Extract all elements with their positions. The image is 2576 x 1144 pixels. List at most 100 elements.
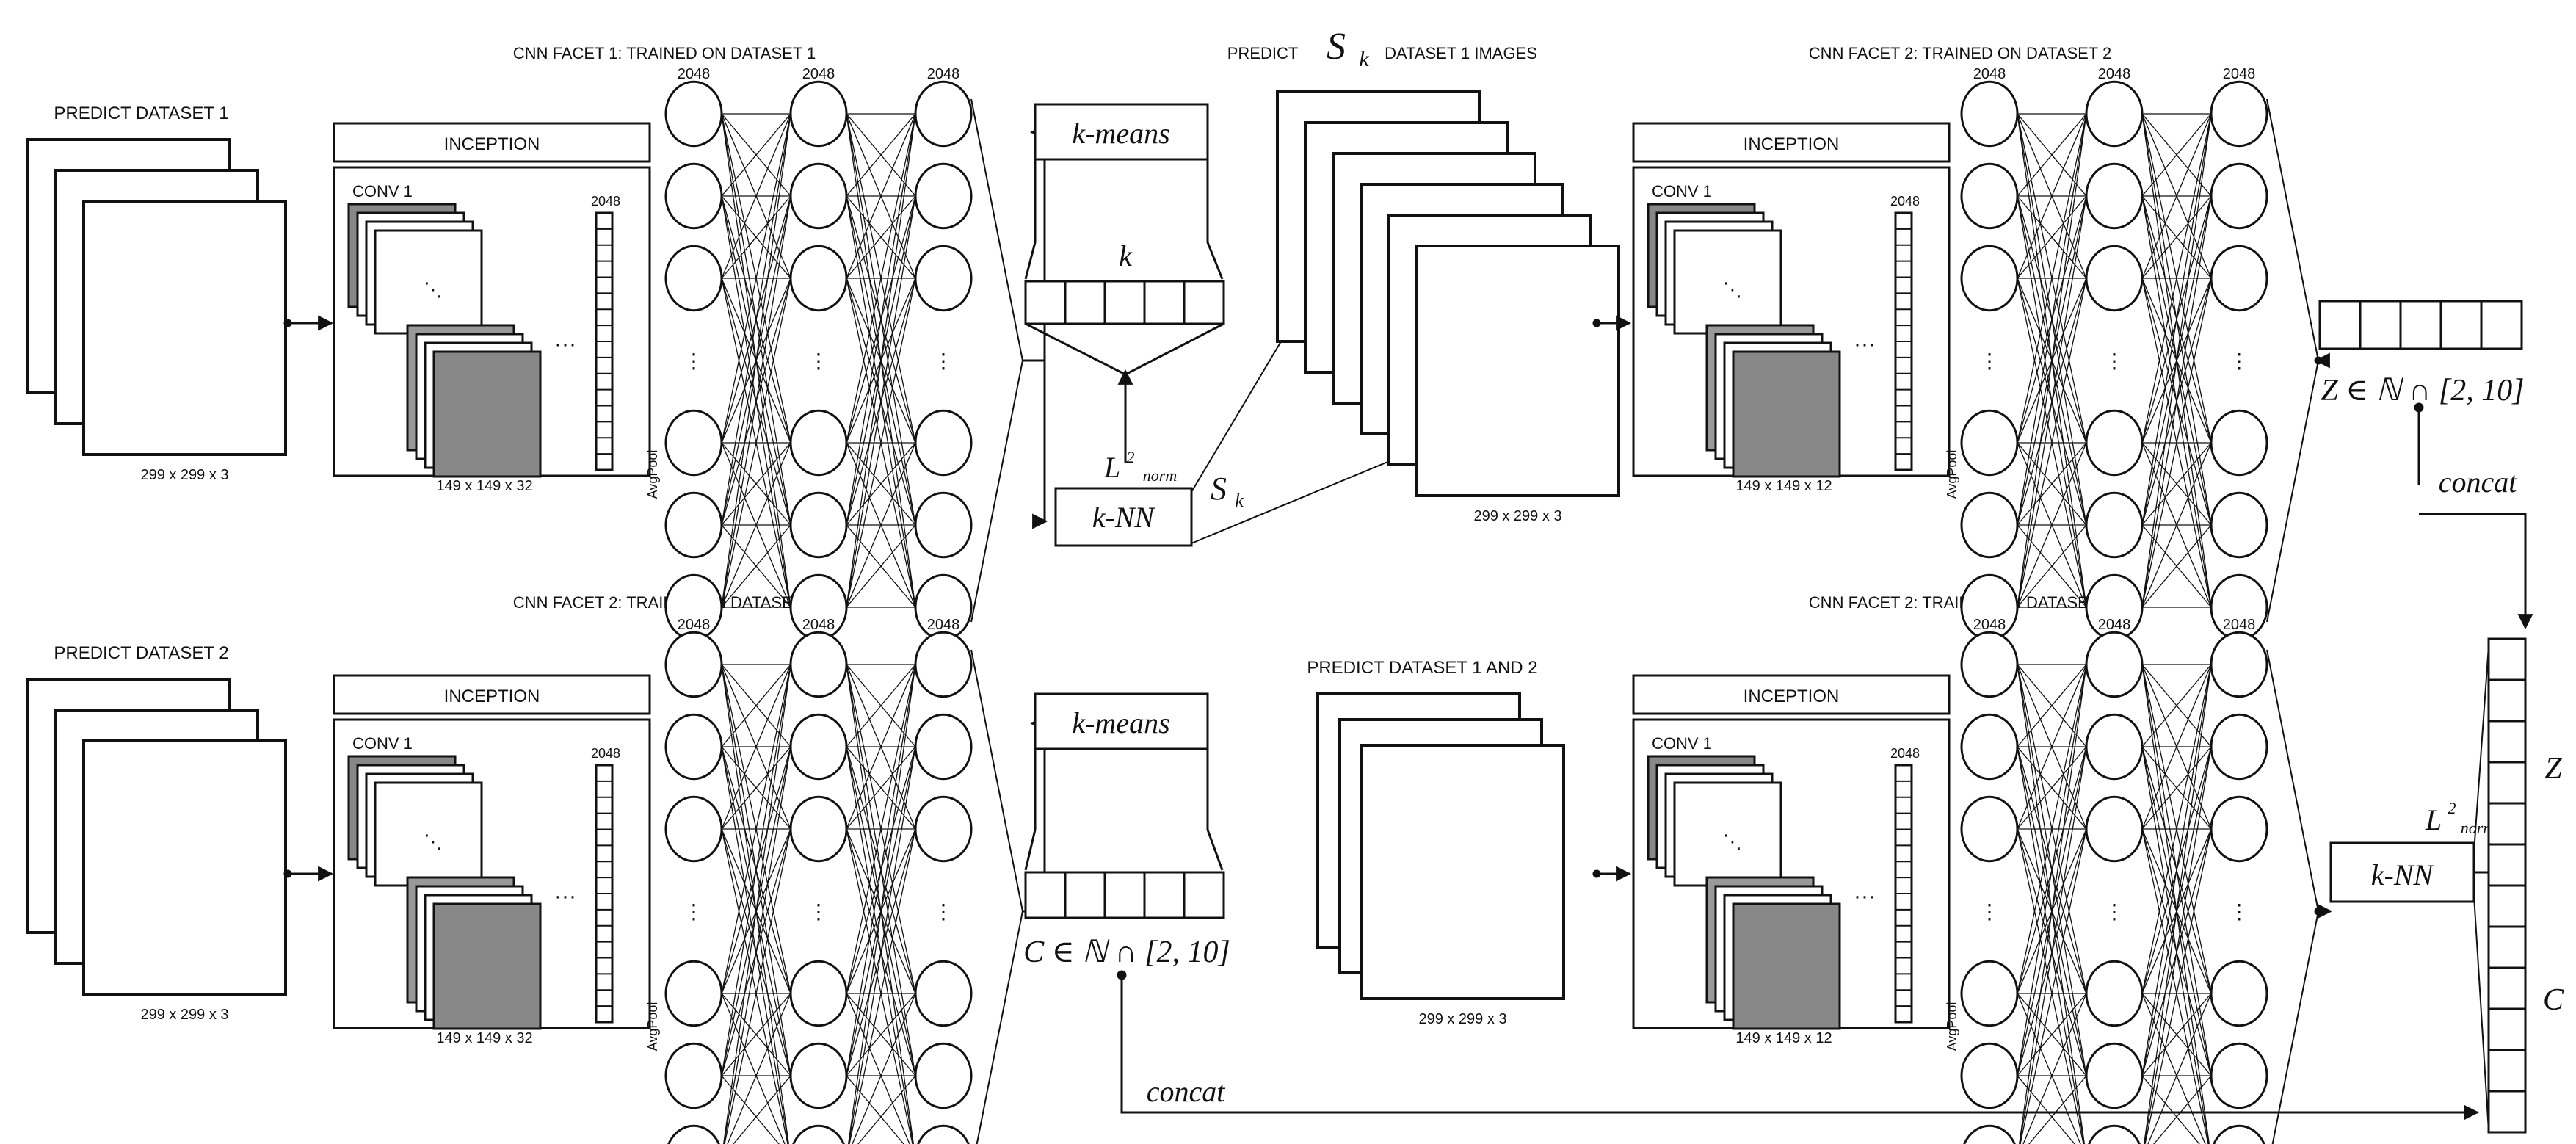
concat-vector-cell <box>2487 637 2527 681</box>
concat-vector-cell <box>2487 843 2527 887</box>
fan-in <box>2266 98 2319 361</box>
network-edge <box>721 113 791 279</box>
z-vector-cell <box>2359 300 2402 350</box>
ellipsis: ··· <box>554 884 576 908</box>
network-edge <box>727 993 791 1144</box>
image-stack <box>26 138 287 456</box>
network-edge <box>857 1075 916 1144</box>
input-image <box>1415 245 1620 497</box>
input-label: PREDICT DATASET 1 <box>54 104 228 123</box>
network-node <box>914 245 973 312</box>
network-edge <box>721 664 791 747</box>
fan-in <box>2271 911 2319 1144</box>
network-edge <box>2022 993 2087 1144</box>
network-node <box>2085 245 2144 312</box>
network-node <box>1960 491 2019 559</box>
k-vector-cell <box>1024 280 1067 325</box>
network-edge <box>723 746 791 1144</box>
network-node <box>664 960 723 1027</box>
trapezoid <box>1206 159 1224 280</box>
network-edge <box>2141 664 2212 830</box>
avgpool-label: AvgPool <box>1945 450 1959 499</box>
inception-title: INCEPTION <box>1744 687 1840 706</box>
k-label: k <box>1119 239 1133 272</box>
network-node <box>1960 1042 2019 1109</box>
image-stack <box>1316 692 1565 1000</box>
inception-title-box <box>1632 674 1951 715</box>
network-edge <box>2020 828 2087 1144</box>
concat-vector-cell <box>2487 1007 2527 1051</box>
sk-label: S <box>1211 471 1227 507</box>
network-node <box>914 491 973 559</box>
trapezoid <box>1024 159 1037 280</box>
network-node <box>914 1042 973 1109</box>
layer-size: 2048 <box>802 66 835 82</box>
network-edge <box>2153 1075 2212 1144</box>
kmeans-box <box>1034 103 1209 161</box>
input-image <box>82 739 287 996</box>
network-edge <box>724 828 791 1144</box>
network-edge <box>723 664 791 1144</box>
network-edge <box>2141 113 2212 608</box>
layer-size: 2048 <box>1973 66 2006 82</box>
node-ellipsis: ⋮ <box>808 350 829 373</box>
trapezoid <box>1025 322 1224 376</box>
network-edge <box>852 993 916 1144</box>
network-edge <box>846 113 916 608</box>
concat-label: concat <box>2439 466 2518 499</box>
network-edge <box>733 1075 791 1144</box>
concat-label: concat <box>1147 1075 1226 1108</box>
network-edge <box>2017 278 2087 608</box>
input-image <box>82 200 287 456</box>
network-node <box>664 245 723 312</box>
network-edge <box>721 664 791 1076</box>
feature-map <box>374 229 483 335</box>
concat-vector-cell <box>2487 802 2527 846</box>
node-ellipsis: ⋮ <box>2104 901 2125 924</box>
layer-size: 2048 <box>2098 617 2131 633</box>
input-label: PREDICT DATASET 1 AND 2 <box>1307 658 1537 678</box>
network-edge <box>721 746 791 830</box>
network-node <box>2210 409 2268 477</box>
network-edge <box>2141 278 2212 608</box>
inception-title: INCEPTION <box>444 134 540 154</box>
layer-size: 2048 <box>678 617 711 633</box>
node-ellipsis: ⋮ <box>933 901 954 924</box>
layer-size: 2048 <box>678 66 711 82</box>
l2-sup: 2 <box>1127 448 1135 466</box>
facet-title: CNN FACET 2: TRAINED ON DATASET 2 <box>1809 593 2111 612</box>
layer-size: 2048 <box>927 617 960 633</box>
network-edge <box>2017 664 2087 830</box>
network-edge <box>2141 195 2212 608</box>
network-node <box>1960 80 2019 148</box>
concat-vector-cell <box>2487 925 2527 969</box>
network-edge <box>846 664 916 994</box>
network-node <box>789 80 848 148</box>
network-node <box>2210 795 2268 863</box>
network-edge <box>846 524 916 608</box>
network-edge <box>2017 113 2087 526</box>
network-node <box>914 409 973 477</box>
network-node <box>664 713 723 781</box>
predict-title: PREDICT <box>1227 44 1299 62</box>
network-node <box>914 631 973 698</box>
map-dots: ⋱ <box>424 830 443 852</box>
network-edge <box>2141 113 2212 279</box>
inception-title-box <box>1632 122 1951 163</box>
network-edge <box>2017 524 2087 608</box>
network-edge <box>849 828 916 1144</box>
fan-in <box>970 649 1023 912</box>
conv-label: CONV 1 <box>1652 182 1712 200</box>
z-range: Z ∈ ℕ ∩ [2, 10] <box>2321 374 2524 408</box>
image-stack <box>1276 90 1620 497</box>
layer-size: 2048 <box>2098 66 2131 82</box>
layer-size: 2048 <box>927 66 960 82</box>
network-edge <box>2141 993 2212 1076</box>
network-node <box>2210 162 2268 230</box>
k-vector-cell <box>1103 280 1146 325</box>
network-node <box>1960 162 2019 230</box>
network-edge <box>846 195 916 279</box>
z-vector-cell <box>2399 300 2442 350</box>
network-edge <box>2017 113 2087 197</box>
